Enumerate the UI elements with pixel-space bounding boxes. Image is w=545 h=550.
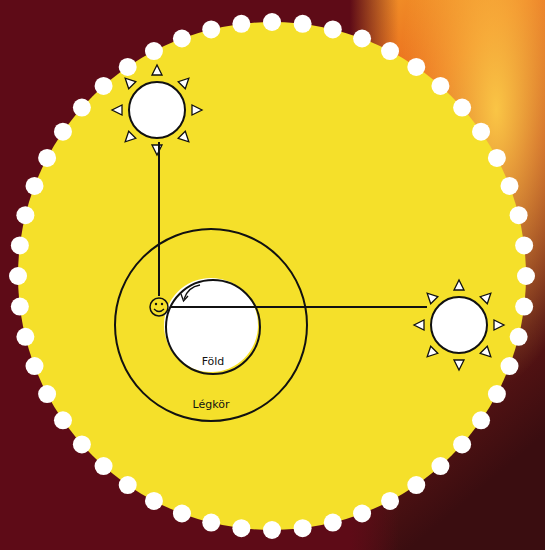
border-dot xyxy=(294,519,312,537)
atmosphere-circle: Légkör Föld xyxy=(114,228,308,422)
border-dot xyxy=(453,435,471,453)
rotation-arrow xyxy=(181,285,200,301)
border-dot xyxy=(515,298,533,316)
light-ray xyxy=(158,142,160,296)
border-dot xyxy=(202,514,220,532)
border-dot xyxy=(119,476,137,494)
border-dot xyxy=(145,492,163,510)
border-dot xyxy=(263,13,281,31)
border-dot xyxy=(431,77,449,95)
node-label: Légkör xyxy=(193,398,230,411)
border-dot xyxy=(500,357,518,375)
border-dot xyxy=(26,357,44,375)
border-dot xyxy=(202,20,220,38)
border-dot xyxy=(515,236,533,254)
sun-symbol xyxy=(414,280,504,370)
border-dot xyxy=(73,99,91,117)
yellow-disc xyxy=(18,22,526,530)
border-dot xyxy=(472,411,490,429)
border-dot xyxy=(38,149,56,167)
light-ray xyxy=(170,306,427,308)
dot-border xyxy=(9,13,535,539)
border-dot xyxy=(11,236,29,254)
border-dot xyxy=(517,267,535,285)
border-dot xyxy=(9,267,27,285)
border-dot xyxy=(381,492,399,510)
border-dot xyxy=(119,58,137,76)
node-label: Föld xyxy=(202,355,225,368)
border-dot xyxy=(16,328,34,346)
border-dot xyxy=(488,385,506,403)
border-dot xyxy=(510,206,528,224)
border-dot xyxy=(54,411,72,429)
border-dot xyxy=(294,15,312,33)
border-dot xyxy=(95,77,113,95)
border-dot xyxy=(353,30,371,48)
border-dot xyxy=(500,177,518,195)
border-dot xyxy=(472,123,490,141)
border-dot xyxy=(54,123,72,141)
border-dot xyxy=(95,457,113,475)
border-dot xyxy=(381,42,399,60)
observer-smiley xyxy=(150,298,168,316)
border-dot xyxy=(16,206,34,224)
border-dot xyxy=(510,328,528,346)
border-dot xyxy=(453,99,471,117)
border-dot xyxy=(232,15,250,33)
border-dot xyxy=(173,504,191,522)
border-dot xyxy=(145,42,163,60)
border-dot xyxy=(407,476,425,494)
border-dot xyxy=(407,58,425,76)
border-dot xyxy=(353,504,371,522)
border-dot xyxy=(73,435,91,453)
border-dot xyxy=(263,521,281,539)
border-dot xyxy=(26,177,44,195)
border-dot xyxy=(488,149,506,167)
border-dot xyxy=(324,514,342,532)
earth-fill xyxy=(164,278,258,372)
border-dot xyxy=(38,385,56,403)
earth-circle: Föld xyxy=(165,279,261,375)
border-dot xyxy=(431,457,449,475)
sun-symbol xyxy=(112,65,202,155)
border-dot xyxy=(11,298,29,316)
border-dot xyxy=(232,519,250,537)
border-dot xyxy=(173,30,191,48)
border-dot xyxy=(324,20,342,38)
